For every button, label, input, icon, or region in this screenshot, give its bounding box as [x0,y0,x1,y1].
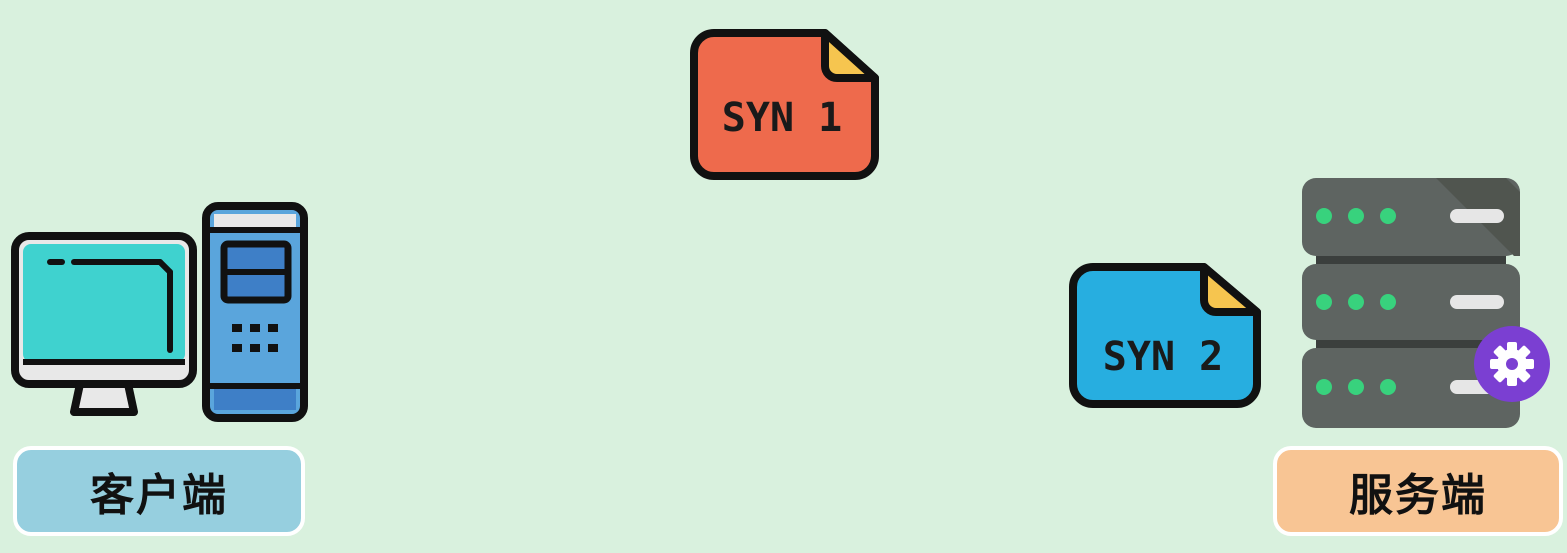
client-label: 客户端 [13,446,305,536]
syn1-packet: SYN 1 [690,29,879,180]
syn2-label: SYN 2 [1103,334,1223,380]
gear-icon [1474,326,1550,402]
server-rack-icon [1302,178,1520,428]
desktop-computer-icon [11,202,308,422]
syn2-packet: SYN 2 [1069,263,1261,408]
syn1-label: SYN 1 [722,95,842,141]
server-label: 服务端 [1273,446,1563,536]
